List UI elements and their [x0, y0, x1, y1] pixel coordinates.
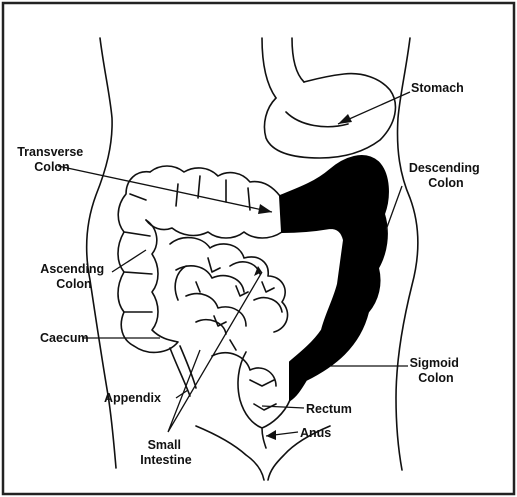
label-ascending-colon: Ascending Colon [40, 262, 107, 291]
label-appendix: Appendix [104, 391, 161, 405]
stomach-arrowhead [338, 114, 352, 124]
stomach-outline [264, 74, 395, 158]
transverse-colon-leader [58, 166, 272, 212]
label-sigmoid-colon: Sigmoid Colon [410, 356, 463, 385]
transverse-colon-arrowhead [258, 204, 272, 214]
label-stomach: Stomach [411, 81, 464, 95]
ascending-colon-leader [112, 250, 146, 272]
ascending-colon-folds [124, 194, 152, 312]
label-small-intestine: Small Intestine [140, 438, 191, 467]
anus-arrowhead [266, 430, 276, 440]
image-border [3, 3, 514, 494]
descending-colon-highlight [280, 156, 388, 400]
transverse-colon-outline [146, 166, 282, 238]
torso-outline-right [396, 38, 418, 470]
label-anus: Anus [300, 426, 331, 440]
label-descending-colon: Descending Colon [409, 161, 483, 190]
label-caecum: Caecum [40, 331, 89, 345]
oesophagus-outline [262, 38, 304, 98]
label-rectum: Rectum [306, 402, 352, 416]
stomach-inner-curve [286, 112, 348, 127]
